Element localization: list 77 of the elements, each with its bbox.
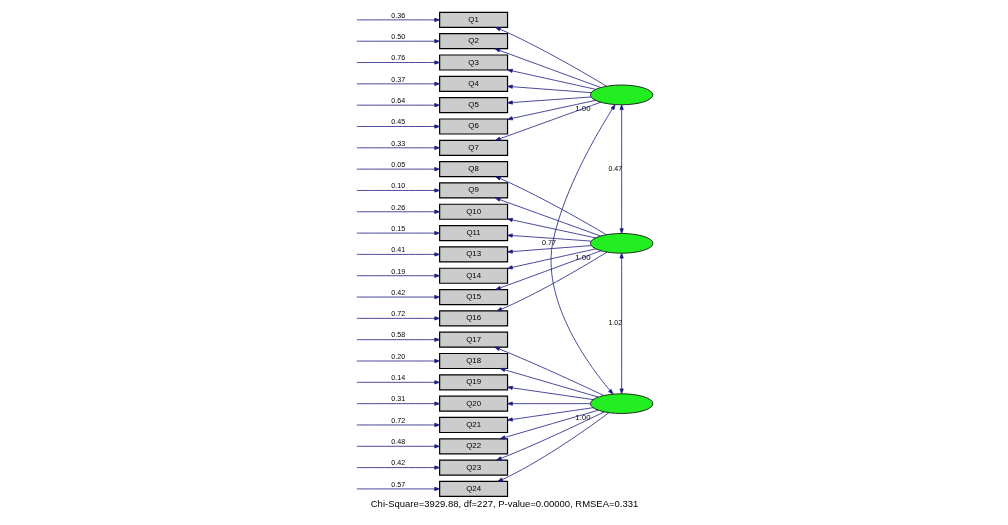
arrow xyxy=(506,401,591,406)
arrow xyxy=(355,124,440,129)
arrow xyxy=(506,99,596,121)
arrow xyxy=(496,412,609,482)
arrow xyxy=(355,401,440,406)
node-ellipse xyxy=(589,233,653,254)
arrow xyxy=(506,385,594,400)
node-box: Q24 xyxy=(438,480,508,497)
arrow xyxy=(550,104,615,395)
node-box: Q14 xyxy=(438,267,508,284)
arrow xyxy=(355,465,440,470)
arrow xyxy=(355,167,440,172)
arrow xyxy=(355,60,440,65)
arrow xyxy=(355,295,440,300)
node-box: Q1 xyxy=(438,11,508,28)
node-box: Q16 xyxy=(438,310,508,327)
node-ellipse xyxy=(589,84,653,106)
node-box: Q22 xyxy=(438,438,508,455)
arrow xyxy=(619,104,624,234)
node-box: Q23 xyxy=(438,459,508,476)
arrow xyxy=(499,367,599,398)
arrow xyxy=(494,197,601,237)
arrow xyxy=(494,250,601,290)
arrow xyxy=(355,17,440,22)
node-label: 1.00 xyxy=(574,104,591,114)
arrow xyxy=(493,346,604,396)
arrow xyxy=(355,380,440,385)
node-box: Q9 xyxy=(438,182,508,199)
arrow xyxy=(355,252,440,257)
node-box: Q17 xyxy=(438,331,508,348)
arrow xyxy=(619,252,624,394)
arrow xyxy=(355,486,440,491)
node-box: Q4 xyxy=(438,75,508,92)
arrow xyxy=(355,444,440,449)
arrow xyxy=(355,273,440,278)
node-box: Q2 xyxy=(438,33,508,50)
arrow xyxy=(494,27,607,87)
arrow xyxy=(506,245,592,254)
node-box: Q3 xyxy=(438,54,508,71)
arrow xyxy=(355,39,440,44)
arrow xyxy=(355,209,440,214)
arrow xyxy=(355,81,440,86)
arrow xyxy=(355,103,440,108)
arrow xyxy=(506,96,591,105)
node-box: Q5 xyxy=(438,97,508,114)
node-box: Q7 xyxy=(438,139,508,156)
node-box: Q13 xyxy=(438,246,508,263)
node-label: 1.00 xyxy=(574,412,591,422)
arrow xyxy=(494,101,601,141)
arrow xyxy=(494,48,601,88)
arrow xyxy=(355,231,440,236)
arrow xyxy=(506,407,594,422)
arrow xyxy=(496,251,607,312)
arrow xyxy=(355,145,440,150)
arrow xyxy=(506,233,591,242)
arrow xyxy=(494,176,607,235)
node-box: Q8 xyxy=(438,161,508,178)
node-box: Q10 xyxy=(438,203,508,220)
node-box: Q19 xyxy=(438,374,508,391)
arrow xyxy=(355,188,440,193)
arrow xyxy=(355,358,440,364)
arrow xyxy=(506,84,592,94)
arrow xyxy=(495,411,605,461)
arrow xyxy=(355,337,440,342)
arrow xyxy=(355,316,440,321)
node-box: Q21 xyxy=(438,416,508,434)
node-ellipse xyxy=(589,393,653,414)
node-box: Q11 xyxy=(438,225,508,242)
caption: Chi-Square=3929.88, df=227, P-value=0.00000, RMSEA=0.331 xyxy=(370,498,638,510)
arrow xyxy=(355,422,440,428)
arrow xyxy=(499,409,599,440)
arrow xyxy=(506,217,596,239)
arrow xyxy=(506,68,596,90)
arrow xyxy=(506,248,596,270)
node-box: Q6 xyxy=(438,118,508,135)
node-box: Q20 xyxy=(438,395,508,412)
node-box: Q15 xyxy=(438,288,508,306)
